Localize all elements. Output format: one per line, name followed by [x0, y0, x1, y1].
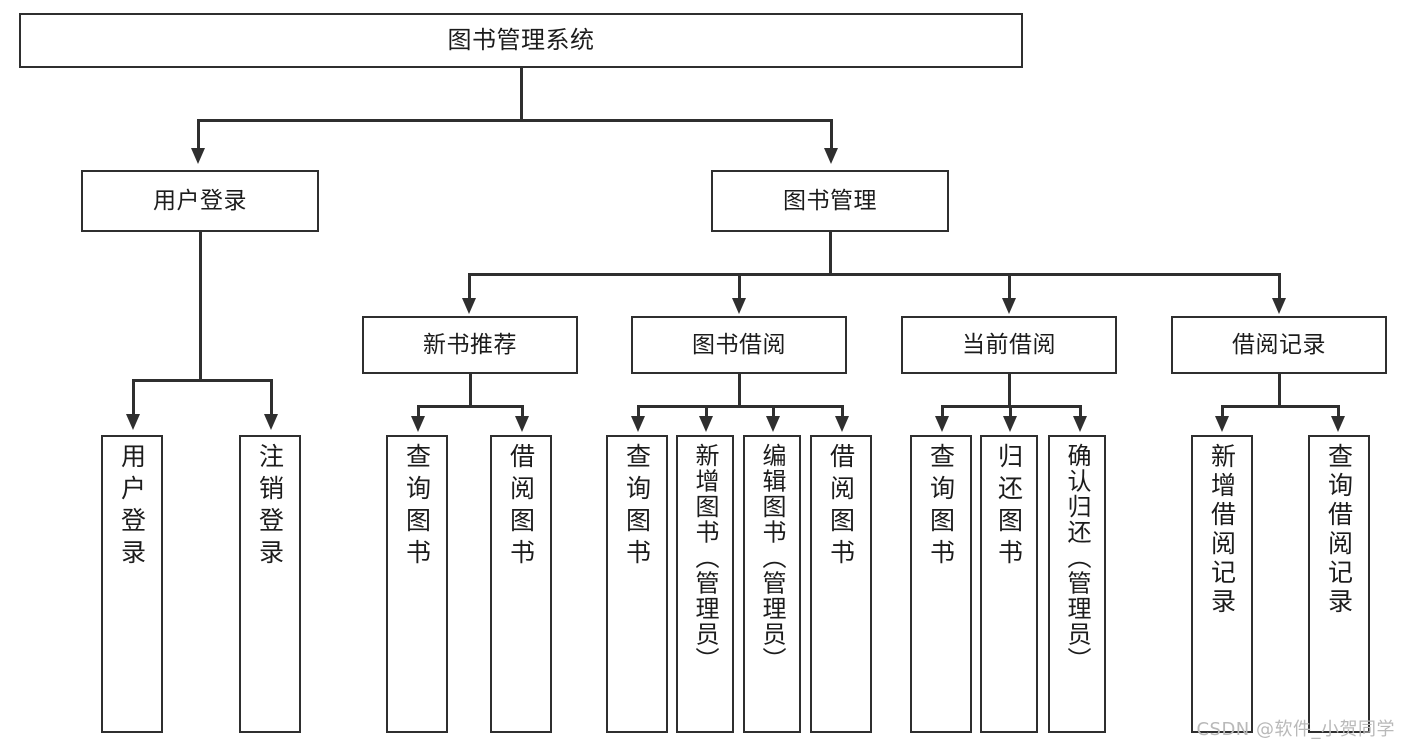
arrow-book-borrow-leaf-3: [766, 416, 780, 432]
arrow-root-to-user-login: [191, 148, 205, 164]
connector-user-login-drop-2: [270, 379, 273, 415]
connector-book-borrow-stem: [738, 374, 741, 406]
connector-borrow-record-drop-1: [1221, 405, 1224, 417]
leaf-logout[interactable]: 注销登录: [239, 435, 301, 733]
connector-root-stem: [520, 68, 523, 120]
node-label: 用户登录: [153, 187, 247, 214]
arrow-new-book-leaf-1: [411, 416, 425, 432]
node-label: 借阅记录: [1232, 331, 1326, 358]
connector-book-borrow-bus: [637, 405, 843, 408]
connector-borrow-record-bus: [1221, 405, 1339, 408]
node-root-system[interactable]: 图书管理系统: [19, 13, 1023, 68]
connector-current-borrow-drop-3: [1079, 405, 1082, 417]
connector-book-borrow-drop-1: [637, 405, 640, 417]
connector-root-left-drop: [197, 119, 200, 149]
node-label: 新增借阅记录: [1207, 443, 1237, 617]
connector-book-borrow-drop-3: [772, 405, 775, 417]
leaf-edit-book-admin[interactable]: 编辑图书（管理员）: [743, 435, 801, 733]
arrow-book-borrow-leaf-4: [835, 416, 849, 432]
node-current-borrow[interactable]: 当前借阅: [901, 316, 1117, 374]
node-new-book-recommend[interactable]: 新书推荐: [362, 316, 578, 374]
arrow-to-leaf-user-login: [126, 414, 140, 430]
connector-level3-drop-2: [738, 273, 741, 299]
node-label: 查询图书: [926, 443, 956, 571]
connector-book-mgmt-stem: [829, 232, 832, 274]
leaf-current-query-book[interactable]: 查询图书: [910, 435, 972, 733]
node-label: 查询图书: [622, 443, 652, 571]
leaf-new-book-borrow[interactable]: 借阅图书: [490, 435, 552, 733]
arrow-borrow-record-leaf-1: [1215, 416, 1229, 432]
arrow-root-to-book-mgmt: [824, 148, 838, 164]
arrow-to-book-borrow: [732, 298, 746, 314]
leaf-confirm-return-admin[interactable]: 确认归还（管理员）: [1048, 435, 1106, 733]
node-label: 编辑图书（管理员）: [758, 443, 786, 673]
connector-current-borrow-drop-1: [941, 405, 944, 417]
leaf-query-borrow-record[interactable]: 查询借阅记录: [1308, 435, 1370, 733]
node-label: 归还图书: [994, 443, 1024, 571]
arrow-book-borrow-leaf-1: [631, 416, 645, 432]
node-label: 图书借阅: [692, 331, 786, 358]
node-book-borrow[interactable]: 图书借阅: [631, 316, 847, 374]
connector-level3-drop-3: [1008, 273, 1011, 299]
arrow-current-borrow-leaf-2: [1003, 416, 1017, 432]
connector-current-borrow-stem: [1008, 374, 1011, 406]
connector-borrow-record-drop-2: [1337, 405, 1340, 417]
arrow-to-new-book-rec: [462, 298, 476, 314]
arrow-to-current-borrow: [1002, 298, 1016, 314]
arrow-to-borrow-record: [1272, 298, 1286, 314]
leaf-borrow-query-book[interactable]: 查询图书: [606, 435, 668, 733]
node-label: 当前借阅: [962, 331, 1056, 358]
arrow-current-borrow-leaf-1: [935, 416, 949, 432]
node-label: 新增图书（管理员）: [691, 443, 719, 673]
node-user-login[interactable]: 用户登录: [81, 170, 319, 232]
node-label: 用户登录: [117, 443, 147, 571]
csdn-watermark: CSDN @软件_小贺同学: [1196, 719, 1395, 740]
leaf-add-borrow-record[interactable]: 新增借阅记录: [1191, 435, 1253, 733]
node-label: 图书管理: [783, 187, 877, 214]
connector-new-book-drop-1: [417, 405, 420, 417]
connector-new-book-stem: [469, 374, 472, 406]
node-label: 借阅图书: [826, 443, 856, 571]
node-label: 确认归还（管理员）: [1063, 443, 1091, 673]
leaf-add-book-admin[interactable]: 新增图书（管理员）: [676, 435, 734, 733]
node-label: 查询图书: [402, 443, 432, 571]
arrow-to-leaf-logout: [264, 414, 278, 430]
connector-root-bus: [197, 119, 832, 122]
leaf-new-book-query[interactable]: 查询图书: [386, 435, 448, 733]
arrow-current-borrow-leaf-3: [1073, 416, 1087, 432]
arrow-borrow-record-leaf-2: [1331, 416, 1345, 432]
node-borrow-record[interactable]: 借阅记录: [1171, 316, 1387, 374]
arrow-new-book-leaf-2: [515, 416, 529, 432]
node-label: 图书管理系统: [447, 25, 595, 54]
connector-user-login-drop-1: [132, 379, 135, 415]
node-label: 借阅图书: [506, 443, 536, 571]
node-label: 新书推荐: [423, 331, 517, 358]
connector-new-book-bus: [417, 405, 523, 408]
node-book-management[interactable]: 图书管理: [711, 170, 949, 232]
node-label: 查询借阅记录: [1324, 443, 1354, 617]
connector-level3-bus: [468, 273, 1280, 276]
connector-borrow-record-stem: [1278, 374, 1281, 406]
leaf-borrow-book[interactable]: 借阅图书: [810, 435, 872, 733]
connector-root-right-drop: [830, 119, 833, 149]
connector-level3-drop-4: [1278, 273, 1281, 299]
connector-current-borrow-drop-2: [1009, 405, 1012, 417]
leaf-user-login[interactable]: 用户登录: [101, 435, 163, 733]
connector-book-borrow-drop-4: [841, 405, 844, 417]
arrow-book-borrow-leaf-2: [699, 416, 713, 432]
connector-new-book-drop-2: [521, 405, 524, 417]
connector-level3-drop-1: [468, 273, 471, 299]
node-label: 注销登录: [255, 443, 285, 571]
connector-user-login-bus: [132, 379, 272, 382]
leaf-return-book[interactable]: 归还图书: [980, 435, 1038, 733]
connector-user-login-stem: [199, 232, 202, 380]
connector-book-borrow-drop-2: [705, 405, 708, 417]
